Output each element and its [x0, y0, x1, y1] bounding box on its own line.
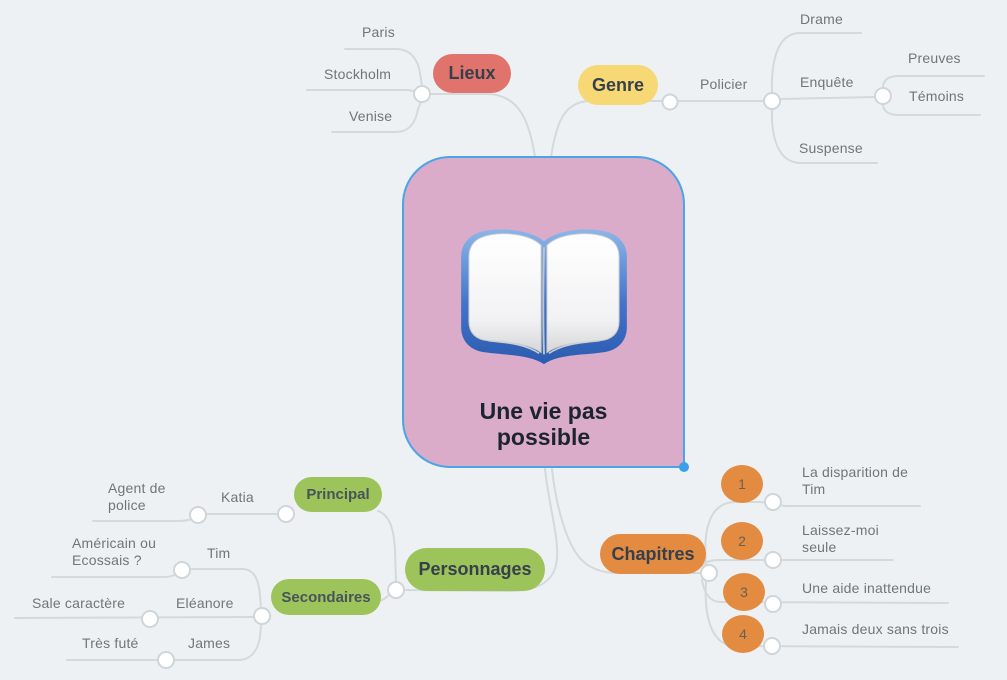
- central-topic[interactable]: Une vie pas possible: [402, 156, 689, 472]
- chapter-2-title[interactable]: Laissez-moi seule: [802, 522, 879, 556]
- topic-tim[interactable]: Tim: [207, 545, 231, 561]
- wire-enquete: [779, 96, 876, 100]
- junction-dot-lieux[interactable]: [413, 85, 431, 103]
- topic-paris[interactable]: Paris: [362, 24, 395, 40]
- topic-sale-caractere[interactable]: Sale caractère: [32, 595, 126, 611]
- junction-dot-genre[interactable]: [661, 93, 679, 111]
- wire-drame: [770, 32, 862, 94]
- wire-james-tres-fute: [66, 624, 262, 661]
- topic-temoins[interactable]: Témoins: [909, 88, 965, 104]
- topic-drame[interactable]: Drame: [800, 11, 844, 27]
- wire-secondaires: [379, 593, 391, 602]
- topic-personnages[interactable]: Personnages: [405, 548, 545, 591]
- wire-americain: [51, 571, 180, 578]
- wire-chapter-3: [701, 579, 949, 604]
- topic-stockholm[interactable]: Stockholm: [324, 66, 392, 82]
- junction-dot-eleanore[interactable]: [141, 610, 159, 628]
- junction-dot-chapter-4[interactable]: [763, 637, 781, 655]
- topic-lieux[interactable]: Lieux: [433, 54, 511, 93]
- topic-tres-fute[interactable]: Très futé: [82, 635, 139, 651]
- junction-dot-chapter-3[interactable]: [764, 595, 782, 613]
- topic-venise[interactable]: Venise: [349, 108, 393, 124]
- junction-dot-james[interactable]: [157, 651, 175, 669]
- wire-tim: [189, 568, 262, 609]
- topic-enquete[interactable]: Enquête: [800, 74, 854, 90]
- junction-dot-secondaires[interactable]: [253, 607, 271, 625]
- wire-center-chapitres: [551, 468, 701, 574]
- wire-agent-de-police: [92, 516, 197, 522]
- chapter-4-title[interactable]: Jamais deux sans trois: [802, 621, 949, 637]
- chapter-1-badge[interactable]: 1: [721, 465, 763, 503]
- topic-policier[interactable]: Policier: [700, 76, 748, 92]
- junction-dot-tim[interactable]: [173, 561, 191, 579]
- junction-dot-principal[interactable]: [277, 505, 295, 523]
- wire-paris: [344, 48, 423, 87]
- junction-dot-chapitres[interactable]: [700, 564, 718, 582]
- wire-eleanore-sale-caractere: [14, 616, 255, 619]
- topic-agent-de-police[interactable]: Agent de police: [108, 480, 166, 514]
- wire-center-genre: [550, 100, 663, 158]
- chapter-4-badge[interactable]: 4: [722, 615, 764, 653]
- topic-secondaires[interactable]: Secondaires: [271, 579, 381, 615]
- chapter-3-title[interactable]: Une aide inattendue: [802, 580, 932, 596]
- wire-suspense: [770, 108, 878, 164]
- topic-principal[interactable]: Principal: [294, 477, 382, 512]
- junction-dot-chapter-1[interactable]: [764, 493, 782, 511]
- chapter-1-title[interactable]: La disparition de Tim: [802, 464, 909, 498]
- open-book-icon: [460, 229, 627, 365]
- junction-dot-katia[interactable]: [189, 506, 207, 524]
- junction-dot-personnages[interactable]: [387, 581, 405, 599]
- wire-preuves: [882, 75, 985, 89]
- selection-handle[interactable]: [679, 462, 689, 472]
- topic-genre[interactable]: Genre: [578, 65, 658, 105]
- central-topic-title[interactable]: Une vie pas possible: [479, 398, 608, 451]
- topic-preuves[interactable]: Preuves: [908, 50, 961, 66]
- wire-venise: [331, 101, 422, 133]
- topic-eleanore[interactable]: Eléanore: [176, 595, 234, 611]
- wire-principal: [377, 510, 397, 583]
- wire-center-lieux: [429, 93, 536, 158]
- topic-americain-ou-ecossais[interactable]: Américain ou Ecossais ?: [72, 535, 157, 569]
- junction-dot-enquete[interactable]: [874, 87, 892, 105]
- topic-james[interactable]: James: [188, 635, 231, 651]
- wire-chapter-2: [701, 559, 894, 567]
- wire-temoins: [882, 103, 981, 116]
- topic-katia[interactable]: Katia: [221, 489, 254, 505]
- chapter-3-badge[interactable]: 3: [723, 573, 765, 611]
- topic-chapitres[interactable]: Chapitres: [600, 534, 706, 574]
- junction-dot-policier[interactable]: [763, 92, 781, 110]
- topic-suspense[interactable]: Suspense: [799, 140, 863, 156]
- chapter-2-badge[interactable]: 2: [721, 522, 763, 560]
- wire-stockholm: [306, 89, 416, 93]
- junction-dot-chapter-2[interactable]: [764, 551, 782, 569]
